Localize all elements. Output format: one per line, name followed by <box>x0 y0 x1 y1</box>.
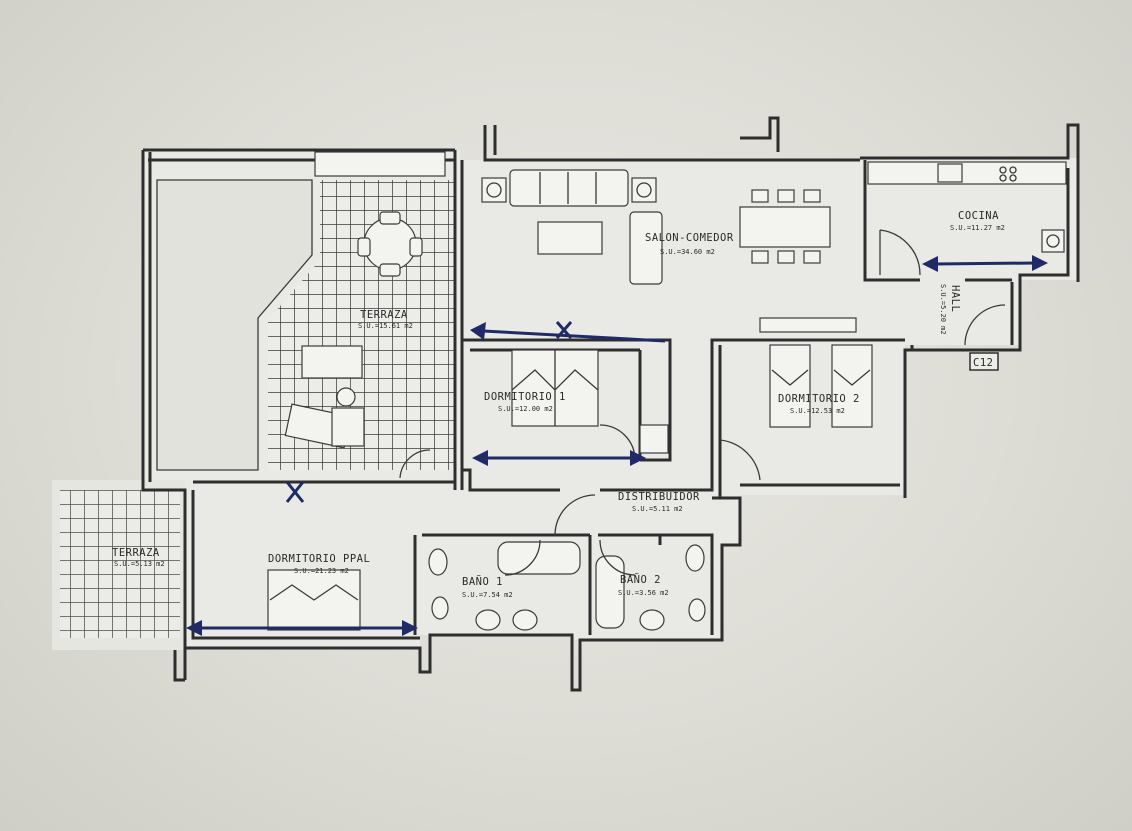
furniture <box>267 151 1067 631</box>
label-bano-1: BAÑO 1 <box>462 575 503 588</box>
sink-3 <box>639 609 665 631</box>
dining-table <box>739 206 831 248</box>
area-salon: S.U.=34.60 m2 <box>660 248 715 256</box>
sofa <box>509 169 629 207</box>
label-terraza-main: TERRAZA <box>360 309 408 321</box>
bathtub-bano-2 <box>595 555 625 629</box>
label-terraza-small: TERRAZA <box>112 547 160 559</box>
area-terraza-main: S.U.=15.61 m2 <box>358 322 413 330</box>
measurement-markers <box>186 255 1048 636</box>
toilet-3 <box>685 544 705 572</box>
toilet-2 <box>431 596 449 620</box>
toilet-4 <box>688 598 706 622</box>
area-dormitorio-ppal: S.U.=21.23 m2 <box>294 567 349 575</box>
terrace-round-table <box>363 217 417 271</box>
coffee-table <box>537 221 603 255</box>
area-bano-1: S.U.=7.54 m2 <box>462 591 513 599</box>
label-dormitorio-ppal: DORMITORIO PPAL <box>268 553 370 565</box>
label-salon: SALON-COMEDOR <box>645 232 734 244</box>
lounger-1 <box>301 345 363 379</box>
area-bano-2: S.U.=3.56 m2 <box>618 589 669 597</box>
lamp-table-left <box>481 177 507 203</box>
bed-dormitorio-2 <box>769 344 811 428</box>
area-dormitorio-1: S.U.=12.00 m2 <box>498 405 553 413</box>
area-cocina: S.U.=11.27 m2 <box>950 224 1005 232</box>
kitchen-counter <box>867 161 1067 185</box>
lamp-table-right <box>631 177 657 203</box>
label-distribuidor: DISTRIBUIDOR <box>618 491 700 503</box>
area-dormitorio-2: S.U.=12.53 m2 <box>790 407 845 415</box>
interior-walls <box>193 160 1012 635</box>
small-terrace-tiles <box>60 490 180 638</box>
label-hall: HALL <box>949 285 961 312</box>
outer-walls <box>141 116 1080 692</box>
area-hall: S.U.=5.20 m2 <box>939 284 947 335</box>
toilet-1 <box>428 548 448 576</box>
area-distribuidor: S.U.=5.11 m2 <box>632 505 683 513</box>
label-bano-2: BAÑO 2 <box>620 573 661 586</box>
unit-tag: C12 <box>973 357 993 369</box>
label-dormitorio-1: DORMITORIO 1 <box>484 391 566 403</box>
armchair <box>629 211 663 285</box>
planter <box>314 151 446 177</box>
sink-2 <box>512 609 538 631</box>
area-terraza-small: S.U.=5.13 m2 <box>114 560 165 568</box>
room-labels: TERRAZA S.U.=15.61 m2 SALON-COMEDOR S.U.… <box>112 210 1005 599</box>
label-cocina: COCINA <box>958 210 999 222</box>
unit-tag-box <box>969 352 999 371</box>
bathtub-bano-1 <box>497 541 581 575</box>
terrace-plain <box>156 179 313 471</box>
door-swings <box>399 229 1006 576</box>
sink-1 <box>475 609 501 631</box>
label-dormitorio-2: DORMITORIO 2 <box>778 393 860 405</box>
